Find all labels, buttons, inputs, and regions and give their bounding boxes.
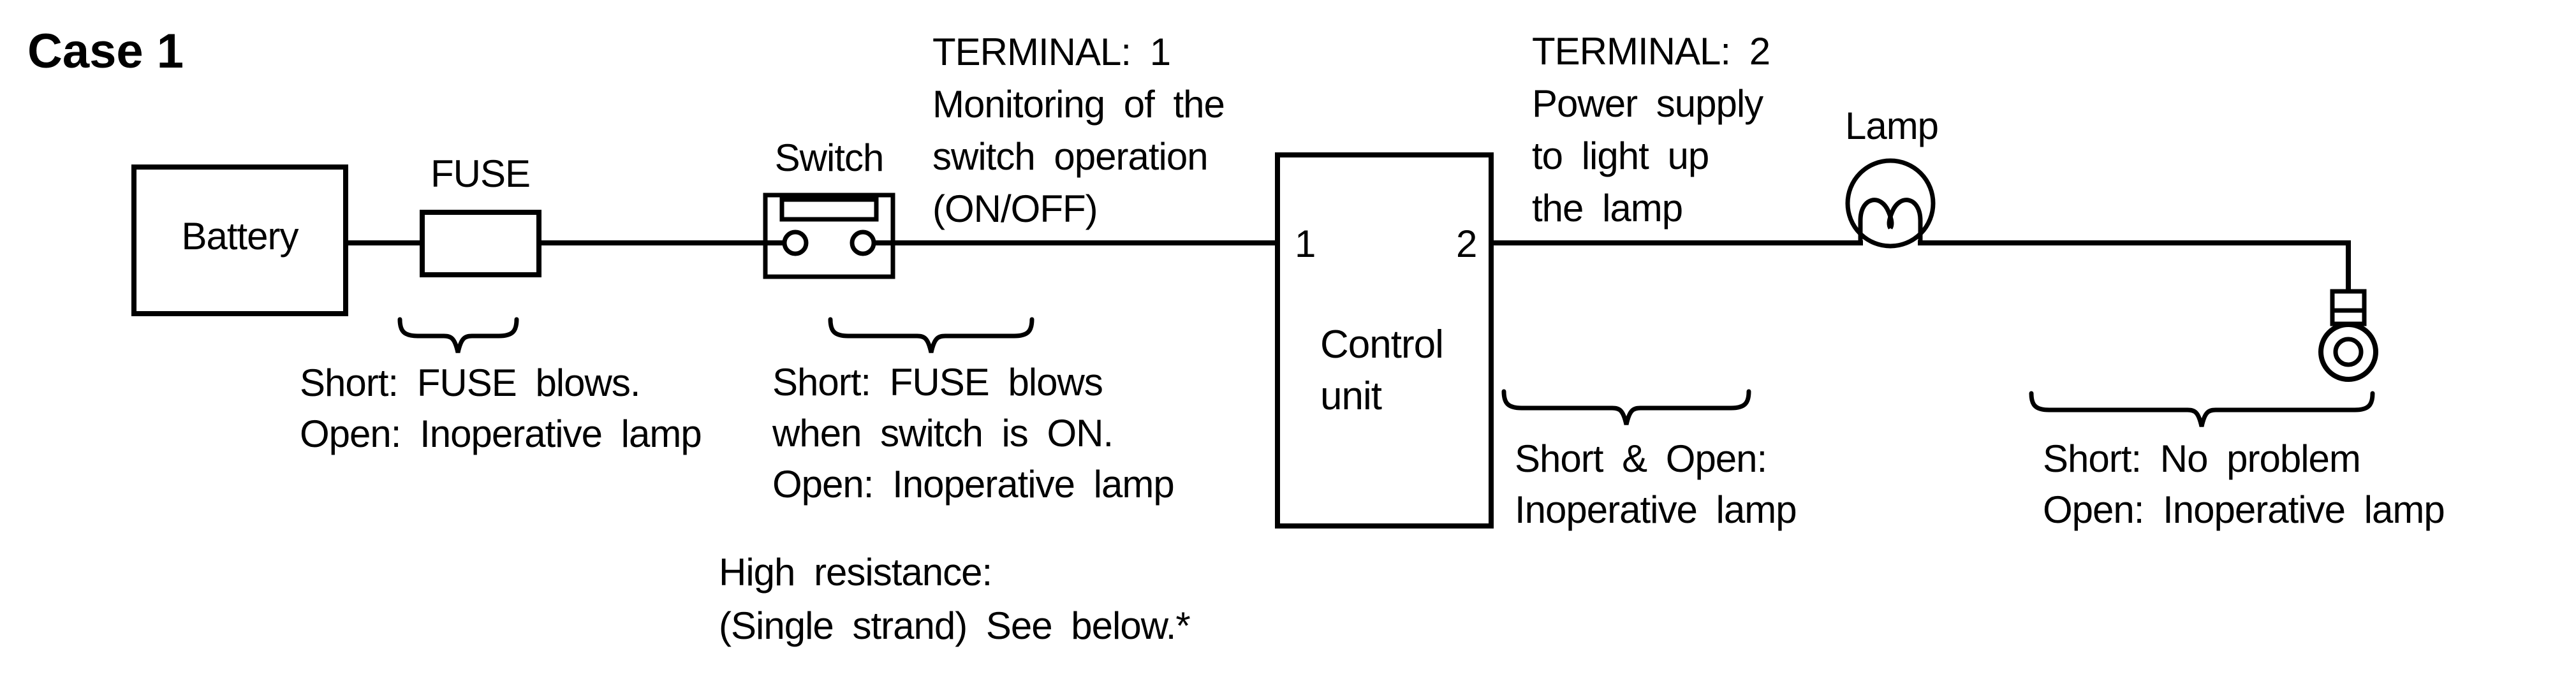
- note-line: Short & Open:: [1515, 437, 1767, 480]
- battery-box: [131, 164, 348, 316]
- brace-switch-wire: [828, 317, 1034, 353]
- terminal2-wire-note: Short & Open: Inoperative lamp: [1515, 434, 1797, 536]
- terminal-1-note: TERMINAL: 1 Monitoring of the switch ope…: [932, 26, 1225, 235]
- terminal-1-label: 1: [1295, 222, 1316, 265]
- note-line: High resistance:: [719, 551, 992, 594]
- terminal-2-label: 2: [1456, 222, 1477, 265]
- brace-battery-fuse: [397, 317, 519, 353]
- note-line: Power supply: [1532, 82, 1763, 125]
- fuse-label: FUSE: [430, 152, 531, 195]
- note-line: TERMINAL: 2: [1532, 30, 1770, 73]
- note-line: Open: Inoperative lamp: [772, 463, 1175, 506]
- switch-note: Short: FUSE blows when switch is ON. Ope…: [772, 357, 1175, 510]
- lamp-icon: [1845, 158, 1936, 249]
- battery-label: Battery: [181, 215, 298, 258]
- note-line: the lamp: [1532, 187, 1683, 230]
- main-wire: [346, 240, 2351, 293]
- note-line: Open: Inoperative lamp: [300, 412, 702, 455]
- lamp-ground-note: Short: No problem Open: Inoperative lamp: [2043, 434, 2445, 536]
- control-unit-box: [1275, 152, 1494, 529]
- battery-fuse-note: Short: FUSE blows. Open: Inoperative lam…: [300, 358, 702, 460]
- brace-terminal2-wire: [1501, 389, 1751, 425]
- note-line: switch operation: [932, 135, 1209, 178]
- note-line: Inoperative lamp: [1515, 488, 1797, 531]
- terminal-2-note: TERMINAL: 2 Power supply to light up the…: [1532, 26, 1770, 235]
- fuse-box: [420, 210, 541, 277]
- note-line: Monitoring of the: [932, 83, 1225, 126]
- switch-icon: [763, 193, 895, 279]
- note-line: TERMINAL: 1: [932, 31, 1171, 73]
- page-title: Case 1: [27, 24, 184, 78]
- switch-label: Switch: [774, 136, 885, 179]
- brace-lamp-ground: [2029, 391, 2375, 427]
- lamp-label: Lamp: [1844, 105, 1939, 147]
- note-line: Short: FUSE blows: [772, 361, 1103, 404]
- note-line: Short: No problem: [2043, 437, 2361, 480]
- note-line: to light up: [1532, 135, 1709, 177]
- control-unit-label-line1: Control: [1320, 323, 1444, 367]
- high-resistance-note: High resistance: (Single strand) See bel…: [719, 546, 1191, 653]
- control-unit-label: Control unit: [1320, 319, 1444, 422]
- note-line: when switch is ON.: [772, 412, 1114, 455]
- note-line: Short: FUSE blows.: [300, 361, 641, 404]
- note-line: Open: Inoperative lamp: [2043, 488, 2445, 531]
- control-unit-label-line2: unit: [1320, 374, 1382, 418]
- note-line: (Single strand) See below.*: [719, 604, 1191, 647]
- note-line: (ON/OFF): [932, 187, 1098, 230]
- ground-connector-icon: [2318, 289, 2378, 382]
